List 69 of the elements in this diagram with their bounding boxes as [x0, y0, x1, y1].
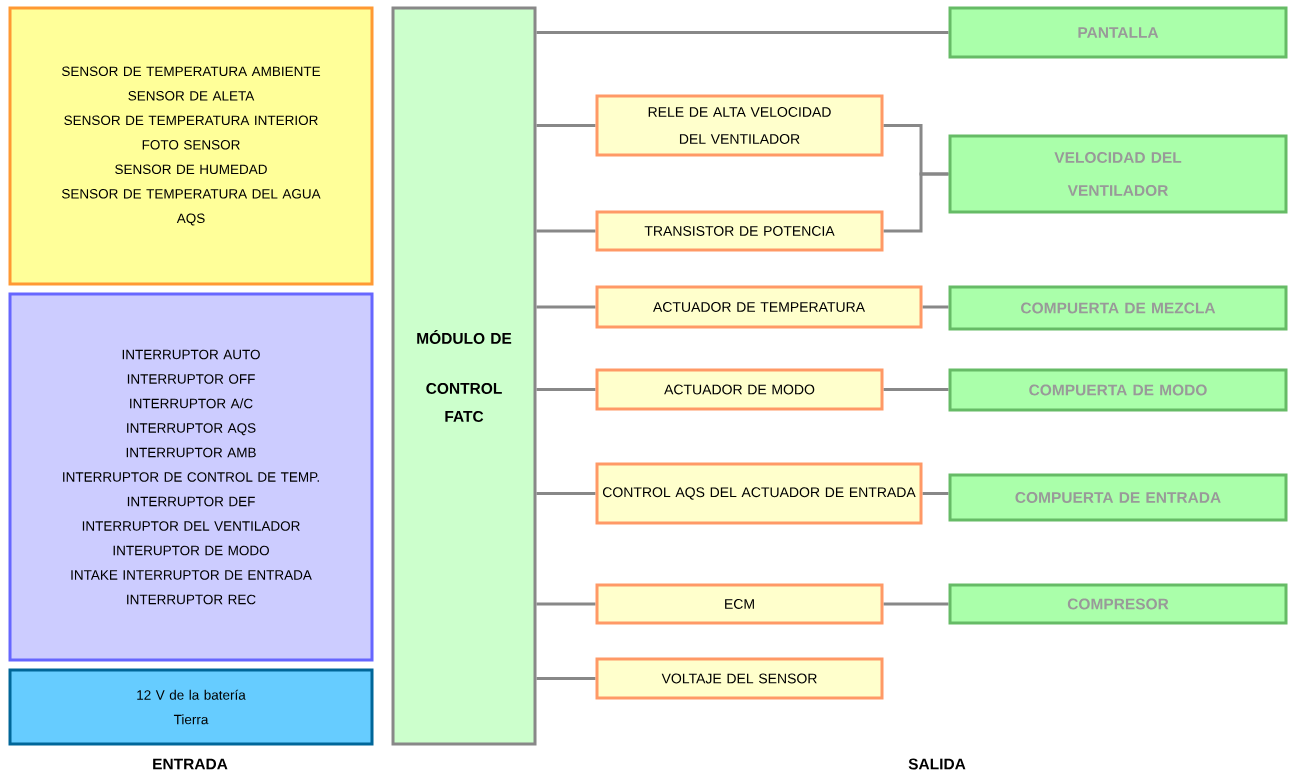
component-box [595, 94, 884, 157]
node-label: CONTROL FATC [426, 382, 502, 422]
box-text: PANTALLA [1078, 27, 1159, 38]
box-text: VELOCIDAD DEL VENTILADOR [1054, 152, 1182, 196]
box-text: CONTROL AQS DEL ACTUADOR DE ENTRADA [603, 487, 916, 500]
node-label: INTAKE INTERRUPTOR DE ENTRADA [71, 570, 312, 580]
connector-line [536, 492, 596, 495]
connector-line [922, 305, 949, 309]
connector-line [536, 388, 596, 391]
node-label: SENSOR DE TEMPERATURA DEL AGUA [61, 189, 321, 199]
node-label: INTERRUPTOR AUTO [122, 349, 260, 360]
box-text: COMPUERTA DE MODO [1029, 384, 1207, 396]
box-text: ECM [725, 599, 754, 609]
sensor-list-box [8, 6, 374, 286]
connector-line [883, 172, 949, 233]
node-label: INTERRUPTOR AQS [127, 423, 256, 436]
connector-line [883, 388, 949, 391]
node-label: INTERRUPTOR DE CONTROL DE TEMP. [63, 472, 319, 482]
box-text: COMPUERTA DE ENTRADA [1015, 492, 1221, 503]
component-box [595, 657, 884, 700]
box-text: MÓDULO DE CONTROL FATC [417, 330, 512, 422]
section-label: ENTRADA [153, 758, 228, 770]
node-label: AQS [176, 213, 205, 226]
node-label: SENSOR DE ALETA [128, 91, 255, 101]
node-label: SENSOR DE TEMPERATURA AMBIENTE [61, 66, 321, 77]
node-label: INTERRUPTOR DEF [127, 496, 255, 507]
output-box [948, 134, 1288, 214]
node-label: SENSOR DE TEMPERATURA INTERIOR [64, 115, 318, 126]
connector-line [536, 677, 596, 680]
box-text: VOLTAJE DEL SENSOR [661, 673, 817, 684]
output-box [948, 473, 1288, 522]
node-label: INTERRUPTOR OFF [127, 374, 255, 384]
box-text: 12 V de la batería Tierra [137, 689, 246, 725]
box-text: COMPRESOR [1067, 598, 1169, 610]
node-label: MÓDULO DE [417, 330, 512, 344]
node-label: INTERRUPTOR DEL VENTILADOR [82, 521, 300, 531]
output-box [948, 583, 1288, 625]
node-label: FOTO SENSOR [142, 140, 240, 150]
node-label: INTERRUPTOR A/C [130, 398, 253, 409]
output-box [948, 368, 1288, 412]
component-box [595, 583, 884, 625]
box-text: ACTUADOR DE TEMPERATURA [653, 302, 866, 312]
connector-line [536, 602, 596, 606]
box-text: ACTUADOR DE MODO [664, 384, 815, 395]
section-label: SALIDA [908, 758, 966, 770]
connector-line [536, 31, 949, 34]
box-text: RELE DE ALTA VELOCIDAD DEL VENTILADOR [648, 107, 831, 144]
box-text: COMPUERTA DE MEZCLA [1021, 302, 1216, 314]
connector-line [883, 602, 949, 606]
output-box [948, 6, 1288, 59]
component-box [595, 210, 884, 252]
node-label: SENSOR DE HUMEDAD [115, 164, 267, 175]
connector-line [536, 229, 596, 233]
switch-list-box [8, 292, 374, 662]
power-box [8, 668, 374, 746]
output-box [948, 285, 1288, 331]
component-box [595, 285, 923, 329]
box-text: INTERRUPTOR AUTO INTERRUPTOR OFF INTERRUPTOR A/C INTERRUPTOR AQS INTERRUPTOR AMB INTERRUPTOR DE CONTROL DE TEMP. INTERRUPTOR DEF INTERRUPTOR DEL VENTILADOR INTERUPTOR DE MODO INTAKE INTERRUPTOR DE ENTRADA INTERRUPTOR REC [63, 349, 319, 605]
component-box [595, 462, 923, 525]
control-module-box [391, 6, 537, 746]
connector-line [922, 492, 949, 495]
node-label: INTERUPTOR DE MODO [113, 545, 269, 556]
connector-line [536, 124, 596, 127]
node-label: INTERRUPTOR AMB [126, 447, 256, 458]
box-text: SENSOR DE TEMPERATURA AMBIENTE SENSOR DE ALETA SENSOR DE TEMPERATURA INTERIOR FOTO SENSOR SENSOR DE HUMEDAD SENSOR DE TEMPERATURA DEL AGUA AQS [62, 66, 321, 226]
node-label: INTERRUPTOR REC [127, 594, 256, 605]
connector-line [536, 305, 596, 309]
component-box [595, 368, 884, 411]
box-text: TRANSISTOR DE POTENCIA [644, 226, 835, 236]
